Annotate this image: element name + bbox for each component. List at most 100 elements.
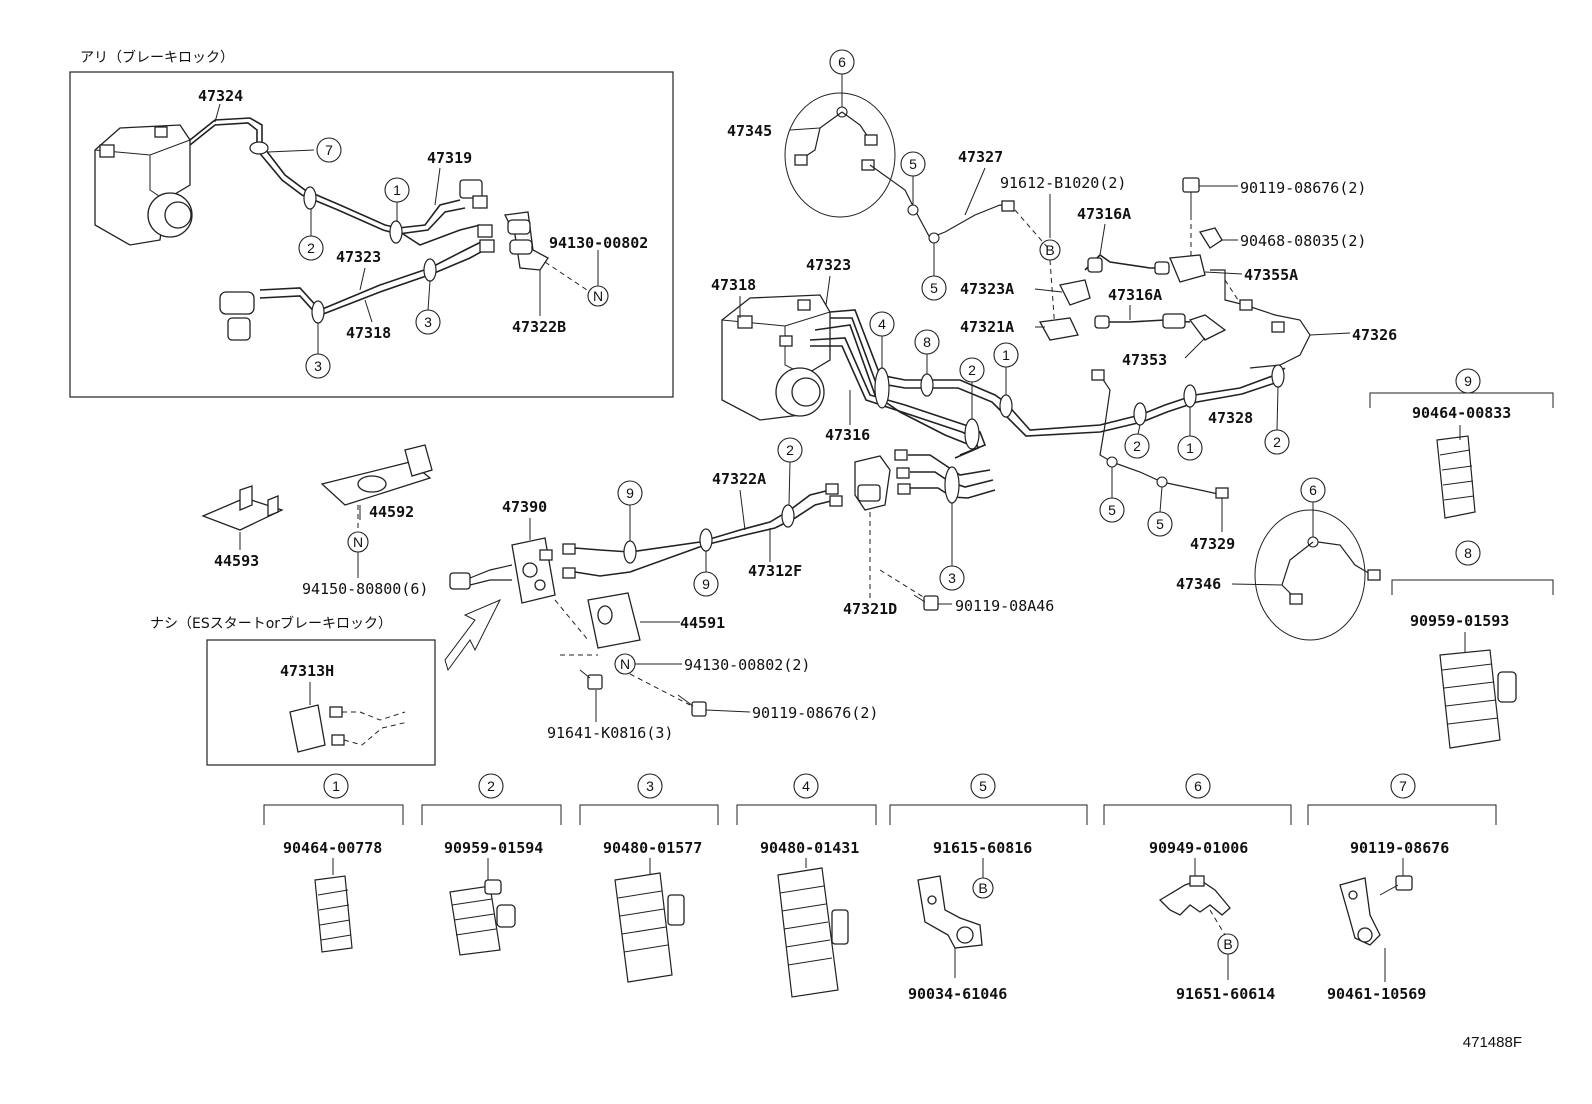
label-47316: 47316 xyxy=(825,426,870,444)
bracket-47355A xyxy=(1169,254,1206,283)
svg-text:2: 2 xyxy=(1273,434,1281,450)
callout-7-inset: 7 xyxy=(316,137,342,163)
label-47323A: 47323A xyxy=(960,280,1014,298)
label-47312F: 47312F xyxy=(748,562,802,580)
bracket-44593 xyxy=(201,485,284,531)
label-47321D: 47321D xyxy=(843,600,897,618)
clip-1-inset xyxy=(389,220,403,244)
callout-3a-inset: 3 xyxy=(415,309,441,335)
clip-2-main-c xyxy=(1271,364,1285,388)
legend-6-part-a: 90949-01006 xyxy=(1149,839,1248,857)
clip-2-main-a xyxy=(964,418,980,450)
svg-text:3: 3 xyxy=(646,778,654,794)
bolt-91641 xyxy=(579,669,603,690)
caption-without: ナシ（ESスタートorブレーキロック） xyxy=(150,615,392,632)
svg-text:B: B xyxy=(1223,936,1232,952)
clip-90464-00833 xyxy=(1436,435,1476,519)
callout-6-top: 6 xyxy=(829,49,855,75)
label-47323-inset: 47323 xyxy=(336,248,381,266)
svg-text:2: 2 xyxy=(487,778,495,794)
label-94130-00802-2: 94130-00802(2) xyxy=(684,656,810,674)
arrow-indicator xyxy=(444,599,502,672)
label-90468-08035: 90468-08035(2) xyxy=(1240,232,1366,250)
bracket-44592 xyxy=(320,444,433,506)
callout-2-main-a: 2 xyxy=(959,357,985,383)
bracket-44591 xyxy=(587,592,641,649)
svg-text:2: 2 xyxy=(786,442,794,458)
callout-8-main: 8 xyxy=(914,329,940,355)
callout-3-mid: 3 xyxy=(939,565,965,591)
pipe-47312F xyxy=(574,499,836,577)
clip-9-a xyxy=(623,540,637,564)
callout-1-main-b: 1 xyxy=(1177,435,1203,461)
callout-2-main-b: 2 xyxy=(1124,433,1150,459)
callout-2-main-c: 2 xyxy=(1264,429,1290,455)
label-90119-08676-top: 90119-08676(2) xyxy=(1240,179,1366,197)
label-47346: 47346 xyxy=(1176,575,1221,593)
clip-90959-01593 xyxy=(1439,649,1517,749)
label-44591: 44591 xyxy=(680,614,725,632)
label-47345: 47345 xyxy=(727,122,772,140)
legend-2-part: 90959-01594 xyxy=(444,839,543,857)
hose-47346 xyxy=(1281,541,1314,599)
clip-3b-inset xyxy=(311,300,325,324)
svg-text:1: 1 xyxy=(393,182,401,198)
clip-3-mid xyxy=(944,466,960,504)
svg-text:9: 9 xyxy=(626,485,634,501)
callout-4-main: 4 xyxy=(869,311,895,337)
label-94130-inset: 94130-00802 xyxy=(549,234,648,252)
callout-N-inset: N xyxy=(587,285,609,307)
legend-group-6: 6 90949-01006 B 91651-60614 xyxy=(1103,773,1292,1003)
label-91641-K0816: 91641-K0816(3) xyxy=(547,724,673,742)
label-47319: 47319 xyxy=(427,149,472,167)
clip-2-main-b xyxy=(1133,402,1147,426)
callout-2-inset: 2 xyxy=(298,235,324,261)
callout-1-main-a: 1 xyxy=(993,342,1019,368)
label-90959-01593: 90959-01593 xyxy=(1410,612,1509,630)
clip-4 xyxy=(874,367,890,409)
junction-47321D xyxy=(854,449,911,511)
svg-text:3: 3 xyxy=(314,358,322,374)
label-90119-08676-mid: 90119-08676(2) xyxy=(752,704,878,722)
bracket-47321A xyxy=(1038,317,1079,341)
label-47322B: 47322B xyxy=(512,318,566,336)
svg-text:4: 4 xyxy=(802,778,810,794)
bolt-90119-mid xyxy=(677,694,707,717)
label-47321A: 47321A xyxy=(960,318,1014,336)
label-47316A-lower: 47316A xyxy=(1108,286,1162,304)
svg-text:8: 8 xyxy=(923,334,931,350)
pipe-47327 xyxy=(869,164,1011,239)
svg-text:N: N xyxy=(620,656,630,672)
clip-90468 xyxy=(1198,227,1223,249)
label-47329: 47329 xyxy=(1190,535,1235,553)
inset-box-without xyxy=(206,639,436,766)
legend-6-part-b: 91651-60614 xyxy=(1176,985,1275,1003)
clip-1-main-a xyxy=(999,394,1013,418)
brake-actuator xyxy=(721,294,831,421)
label-47324: 47324 xyxy=(198,87,243,105)
callout-6-right: 6 xyxy=(1300,477,1326,503)
hose-group-47346-outline xyxy=(1254,509,1366,641)
label-47323: 47323 xyxy=(806,256,851,274)
bolt-90119-08A46 xyxy=(913,594,939,611)
callout-8-right: 8 xyxy=(1455,540,1481,566)
svg-text:9: 9 xyxy=(1464,373,1472,389)
svg-text:1: 1 xyxy=(1186,440,1194,456)
clip-1-main-b xyxy=(1183,384,1197,408)
label-47326: 47326 xyxy=(1352,326,1397,344)
label-47327: 47327 xyxy=(958,148,1003,166)
label-47353: 47353 xyxy=(1122,351,1167,369)
diagram-id: 471488F xyxy=(1463,1034,1522,1051)
svg-text:8: 8 xyxy=(1464,545,1472,561)
label-90464-00833: 90464-00833 xyxy=(1412,404,1511,422)
label-47318: 47318 xyxy=(711,276,756,294)
clip-2-inset xyxy=(303,186,317,210)
nut-cluster-inset xyxy=(219,179,495,341)
label-47328: 47328 xyxy=(1208,409,1253,427)
legend-1-part: 90464-00778 xyxy=(283,839,382,857)
label-47355A: 47355A xyxy=(1244,266,1298,284)
label-47313H: 47313H xyxy=(280,662,334,680)
label-47390: 47390 xyxy=(502,498,547,516)
legend-5-part-a: 91615-60816 xyxy=(933,839,1032,857)
